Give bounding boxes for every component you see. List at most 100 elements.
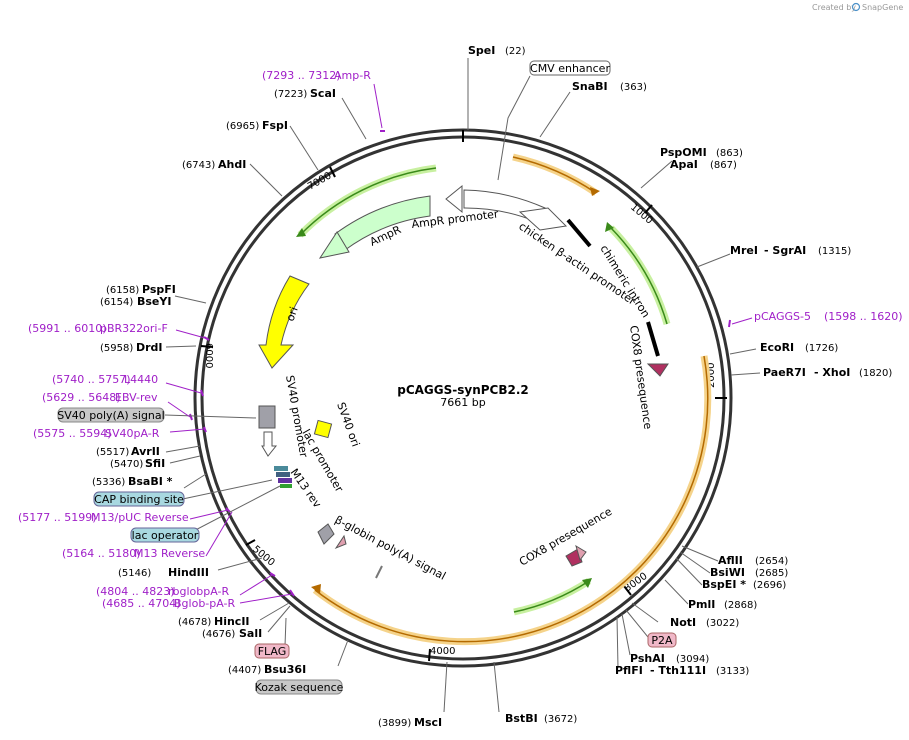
- enzyme-scai: (7223) ScaI: [274, 87, 336, 100]
- svg-text:(6965): (6965): [226, 121, 259, 132]
- svg-text:SalI: SalI: [239, 627, 262, 640]
- kozak-sequence-label: Kozak sequence: [255, 679, 344, 695]
- sv40-promoter-box: [258, 405, 278, 457]
- svg-text:(5629 .. 5648): (5629 .. 5648): [42, 391, 121, 404]
- enzyme-bspei: BspEI * (2696): [702, 578, 786, 591]
- enzyme-bsu36i: (4407) Bsu36I: [228, 663, 306, 676]
- svg-text:Kozak sequence: Kozak sequence: [255, 681, 344, 694]
- tick-label-4000: 4000: [430, 646, 455, 657]
- primer-tick-marks: [189, 130, 731, 597]
- svg-text:(3672): (3672): [544, 714, 577, 725]
- svg-text:(5991 .. 6010): (5991 .. 6010): [28, 322, 107, 335]
- svg-text:DrdI: DrdI: [136, 341, 163, 354]
- enzyme-ecori: EcoRI (1726): [760, 341, 838, 354]
- svg-text:AvrII: AvrII: [131, 445, 160, 458]
- bglobin-marker: [317, 523, 383, 579]
- svg-text:(5164 .. 5180): (5164 .. 5180): [62, 547, 141, 560]
- svg-text:(2696): (2696): [753, 580, 786, 591]
- primer-l4440: (5740 .. 5757) L4440: [52, 373, 158, 386]
- primer-leader-lines: [165, 83, 753, 604]
- primer-pbr322ori-f: (5991 .. 6010) pBR322ori-F: [28, 322, 168, 335]
- enzyme-mrei-sgrai: MreI - SgrAI (1315): [730, 244, 851, 257]
- svg-text:(5336): (5336): [92, 477, 125, 488]
- enzyme-drdi: (5958) DrdI: [100, 341, 163, 354]
- svg-text:rbglobpA-R: rbglobpA-R: [168, 585, 229, 598]
- tick-marks: [200, 130, 727, 662]
- svg-text:AflII: AflII: [718, 554, 743, 567]
- svg-text:FspI: FspI: [262, 119, 288, 132]
- cox8-presequence-2-label: COX8 presequence: [517, 505, 614, 569]
- enzyme-pspomi: PspOMI (863): [660, 146, 743, 159]
- svg-text:EBV-rev: EBV-rev: [115, 391, 158, 404]
- svg-text:BstBI: BstBI: [505, 712, 538, 725]
- enzyme-bsiwi: BsiWI (2685): [710, 566, 788, 579]
- ori-label: ori: [284, 305, 301, 323]
- svg-text:PshAI: PshAI: [630, 652, 665, 665]
- enzyme-avrii: (5517) AvrII: [96, 445, 160, 458]
- svg-text:L4440: L4440: [124, 373, 158, 386]
- svg-text:pCAGGS-5: pCAGGS-5: [754, 310, 811, 323]
- svg-text:SV40 poly(A) signal: SV40 poly(A) signal: [57, 409, 164, 422]
- svg-text:SV40pA-R: SV40pA-R: [105, 427, 160, 440]
- enzyme-msci: (3899) MscI: [378, 716, 442, 729]
- svg-text:(5740 .. 5757): (5740 .. 5757): [52, 373, 131, 386]
- svg-text:BsaBI *: BsaBI *: [128, 475, 173, 488]
- credit-brand: SnapGene: [862, 3, 903, 12]
- svg-text:(5575 .. 5594): (5575 .. 5594): [33, 427, 112, 440]
- p2a-label: P2A: [647, 632, 677, 648]
- svg-text:lac operator: lac operator: [132, 529, 199, 542]
- lac-cluster: [274, 466, 292, 488]
- primer-ebv-rev: (5629 .. 5648) EBV-rev: [42, 391, 158, 404]
- svg-text:(3899): (3899): [378, 718, 411, 729]
- arc-arrowheads: [296, 187, 614, 594]
- svg-text:MscI: MscI: [414, 716, 442, 729]
- svg-text:CAP binding site: CAP binding site: [94, 493, 184, 506]
- enzyme-bsabi: (5336) BsaBI *: [92, 475, 173, 488]
- svg-text:(4804 .. 4823): (4804 .. 4823): [96, 585, 175, 598]
- svg-text:SfiI: SfiI: [145, 457, 165, 470]
- svg-text:pBR322ori-F: pBR322ori-F: [100, 322, 168, 335]
- ori-arrow: [258, 275, 310, 369]
- svg-text:NotI: NotI: [670, 616, 696, 629]
- svg-text:(3094): (3094): [676, 654, 709, 665]
- svg-text:CMV enhancer: CMV enhancer: [530, 62, 610, 75]
- sv40-ori-label: SV40 ori: [334, 401, 362, 449]
- svg-text:(2654): (2654): [755, 556, 788, 567]
- svg-text:Amp-R: Amp-R: [334, 69, 371, 82]
- enzyme-sfii: (5470) SfiI: [110, 457, 165, 470]
- svg-text:FLAG: FLAG: [258, 645, 287, 658]
- ampr-arrow: [318, 195, 431, 259]
- svg-text:PspOMI: PspOMI: [660, 146, 707, 159]
- svg-text:(363): (363): [620, 82, 647, 93]
- leader-lines: [164, 58, 761, 713]
- tick-label-7000: 7000: [306, 170, 334, 192]
- enzyme-bstbi: BstBI (3672): [505, 712, 577, 725]
- tick-label-6000: 6000: [203, 343, 214, 368]
- svg-text:HindIII: HindIII: [168, 566, 209, 579]
- svg-text:PflFI: PflFI: [615, 664, 643, 677]
- svg-text:PaeR7I: PaeR7I: [763, 366, 806, 379]
- cmv-enhancer-label: CMV enhancer: [529, 60, 611, 76]
- enzyme-pmli: PmlI (2868): [688, 598, 757, 611]
- svg-text:EcoRI: EcoRI: [760, 341, 794, 354]
- enzyme-spei: SpeI (22): [468, 44, 526, 57]
- enzyme-hindiii: (5146) HindIII: [118, 566, 209, 579]
- plasmid-size: 7661 bp: [440, 396, 485, 409]
- svg-text:(5517): (5517): [96, 447, 129, 458]
- enzyme-ahdi: (6743) AhdI: [182, 158, 246, 171]
- enzyme-sali: (4676) SalI: [202, 627, 262, 640]
- svg-text:(1820): (1820): [859, 368, 892, 379]
- enzyme-pflfi-tth111i: PflFI - Tth111I (3133): [615, 664, 749, 677]
- svg-text:(5146): (5146): [118, 568, 151, 579]
- svg-text:(5470): (5470): [110, 459, 143, 470]
- svg-text:(22): (22): [505, 46, 526, 57]
- snapgene-logo-icon: [851, 2, 861, 12]
- svg-text:Bsu36I: Bsu36I: [264, 663, 306, 676]
- svg-text:(3133): (3133): [716, 666, 749, 677]
- enzyme-apai: ApaI (867): [670, 158, 737, 171]
- svg-text:MreI: MreI: [730, 244, 758, 257]
- enzyme-aflii: AflII (2654): [718, 554, 788, 567]
- sv40-promoter-label: SV40 promoter: [283, 374, 310, 459]
- enzyme-bseyi: (6154) BseYI: [100, 295, 171, 308]
- cox8-presequence-1-label: COX8 presequence: [627, 325, 654, 431]
